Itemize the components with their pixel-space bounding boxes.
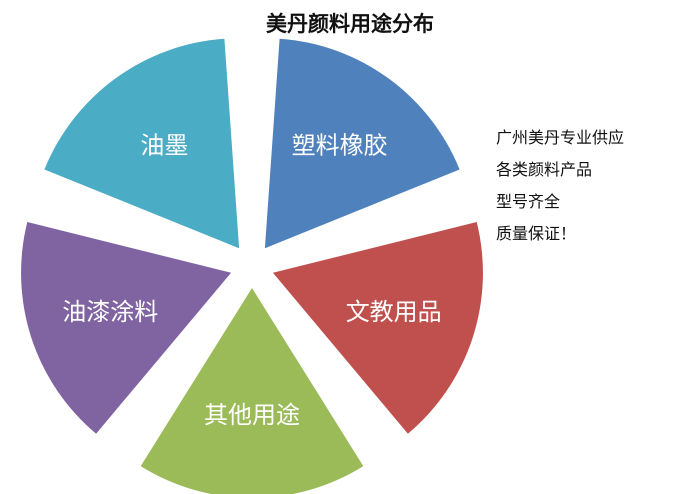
promo-line-1: 广州美丹专业供应	[496, 128, 625, 147]
slice-label: 其他用途	[204, 401, 300, 429]
promo-line-4: 质量保证！	[496, 224, 577, 243]
promo-note: 广州美丹专业供应 各类颜料产品 型号齐全 质量保证！	[496, 128, 696, 256]
pie-slice	[264, 38, 460, 249]
pie-slice	[44, 38, 240, 249]
pie-slice	[21, 222, 232, 434]
pie-slice	[272, 222, 483, 434]
slice-label: 油漆涂料	[62, 298, 158, 326]
chart-title: 美丹颜料用途分布	[266, 11, 434, 36]
slice-label: 塑料橡胶	[292, 132, 388, 160]
slice-label: 油墨	[140, 132, 188, 160]
slice-label: 文教用品	[346, 298, 442, 326]
promo-line-2: 各类颜料产品	[496, 160, 593, 179]
pie-slice	[140, 288, 364, 494]
promo-line-3: 型号齐全	[496, 192, 561, 211]
pie-slices	[21, 38, 483, 494]
